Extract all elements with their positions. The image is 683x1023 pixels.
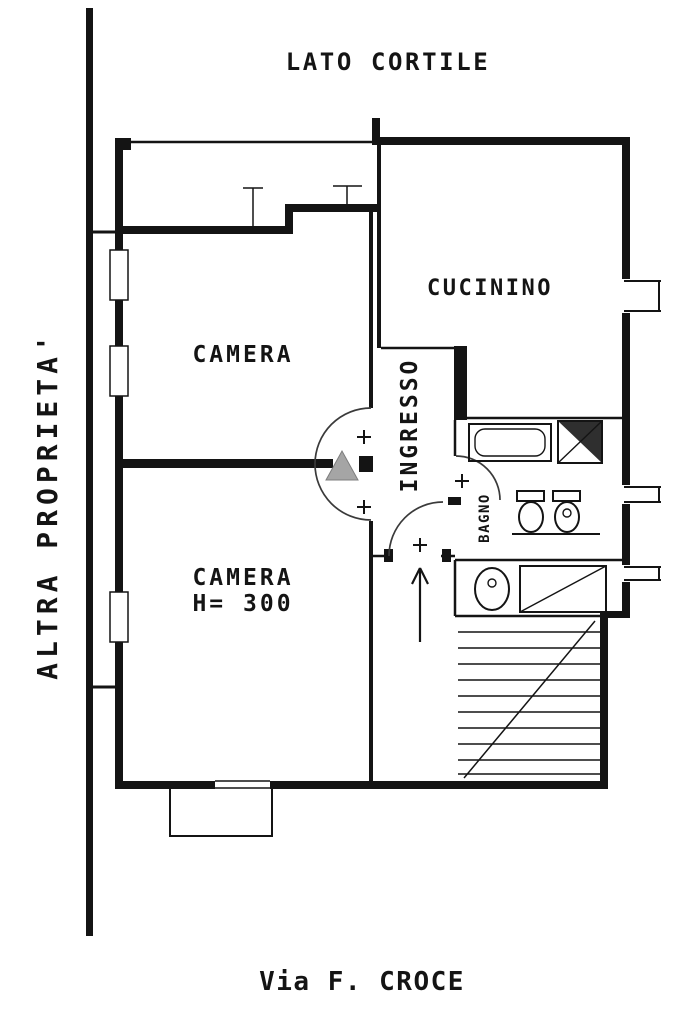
watermark-triangle: [325, 449, 359, 481]
door-plus-marks: [357, 430, 469, 552]
fixtures: [468, 420, 607, 613]
door-arc-bagno: [455, 455, 501, 501]
door-swing-arcs: [314, 407, 501, 557]
window-symbols: [109, 185, 661, 791]
room-label-camera1: CAMERA: [192, 342, 293, 368]
door-arc-camera1: [314, 407, 372, 521]
labels: LATO CORTILE ALTRA PROPRIETA' CUCININO C…: [31, 48, 553, 997]
bidet: [552, 490, 581, 533]
stair-direction-arrow: [411, 567, 429, 642]
door-arc-entrance: [388, 501, 444, 557]
balcony: [169, 789, 273, 837]
room-label-camera2-line1: CAMERA: [192, 565, 293, 591]
washbasin: [474, 567, 510, 611]
interior-walls: [115, 140, 622, 783]
room-label-bagno: BAGNO: [477, 493, 493, 543]
room-label-ingresso: INGRESSO: [397, 358, 423, 493]
room-label-camera2-line2: H= 300: [192, 591, 293, 617]
bathtub: [468, 423, 552, 462]
staircase: [458, 620, 600, 779]
toilet: [516, 490, 545, 533]
shower-box: [557, 420, 603, 464]
room-label-cucinino: CUCININO: [427, 276, 553, 301]
label-lato-cortile: LATO CORTILE: [286, 48, 491, 76]
property-boundary-line: [86, 8, 116, 936]
label-via-croce: Via F. CROCE: [259, 967, 465, 997]
counter-unit: [519, 565, 607, 613]
label-altra-proprieta: ALTRA PROPRIETA': [31, 330, 64, 680]
